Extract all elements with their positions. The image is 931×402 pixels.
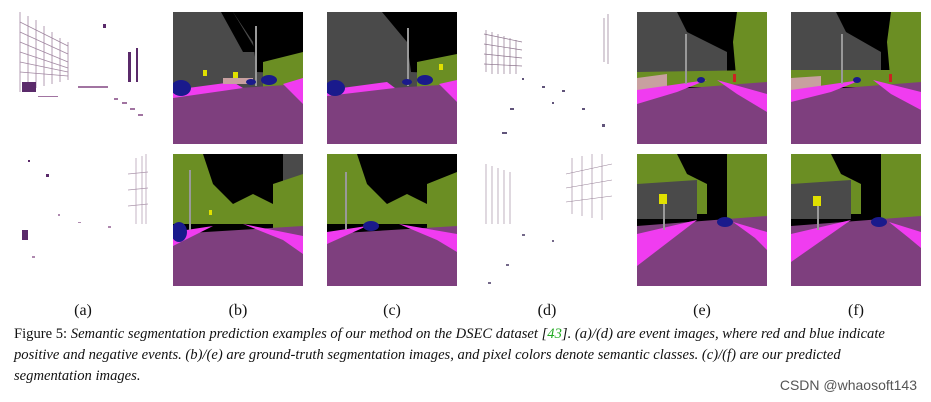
- event-image-d-row2: [482, 154, 612, 286]
- prediction-f-row2: [791, 154, 921, 286]
- subfigure-label-c: (c): [383, 302, 401, 319]
- subfigure-label-e: (e): [693, 302, 711, 319]
- ground-truth-b-row2: [173, 154, 303, 286]
- subfigure-label-b: (b): [228, 302, 248, 319]
- citation-link[interactable]: 43: [547, 326, 562, 342]
- subfigure-label-d: (d): [537, 302, 557, 319]
- event-image-a-row1: [18, 12, 148, 144]
- prediction-c-row2: [327, 154, 457, 286]
- event-image-d-row1: [482, 12, 612, 144]
- watermark: CSDN @whaosoft143: [779, 377, 917, 393]
- caption-text-before-ref: Semantic segmentation prediction example…: [70, 326, 548, 342]
- figure-caption: Figure 5: Semantic segmentation predicti…: [14, 324, 919, 387]
- caption-text-after-ref: ]. (a)/(d) are event images, where red a…: [14, 326, 885, 384]
- ground-truth-b-row1: [173, 12, 303, 144]
- ground-truth-e-row1: [637, 12, 767, 144]
- prediction-c-row1: [327, 12, 457, 144]
- ground-truth-e-row2: [637, 154, 767, 286]
- subfigure-label-a: (a): [74, 302, 92, 319]
- prediction-f-row1: [791, 12, 921, 144]
- caption-label: Figure 5:: [14, 326, 68, 342]
- event-image-a-row2: [18, 154, 148, 286]
- subfigure-label-f: (f): [848, 302, 864, 319]
